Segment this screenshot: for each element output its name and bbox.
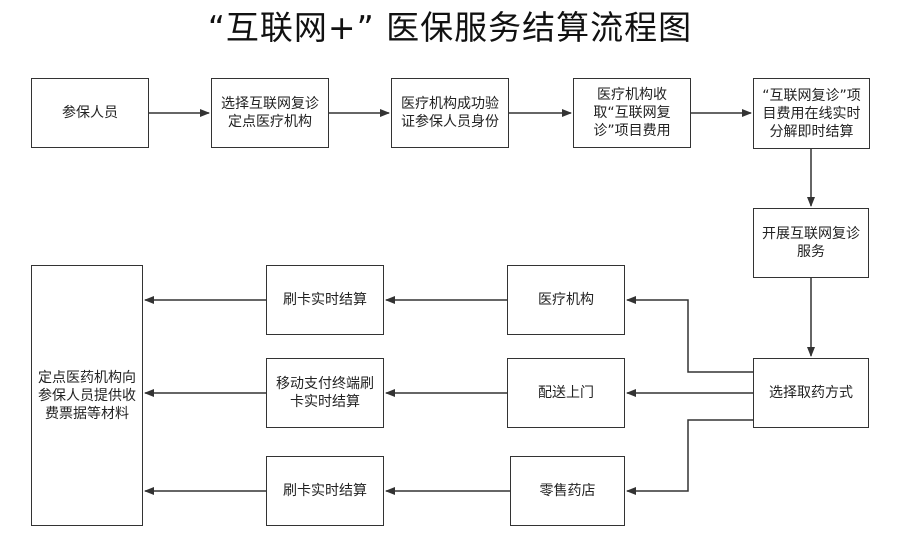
node-card-settlement-2: 刷卡实时结算: [266, 456, 384, 526]
node-card-settlement-1-label: 刷卡实时结算: [283, 292, 367, 308]
node-retail-pharmacy-label: 零售药店: [539, 483, 596, 499]
node-select-method: 选择取药方式: [753, 358, 869, 428]
node-pharmacy-provides-receipts: 定点医药机构向参保人员提供收费票据等材料: [31, 265, 143, 526]
node-retail-pharmacy: 零售药店: [510, 456, 625, 526]
node-charge-fee: 医疗机构收取“互联网复诊”项目费用: [573, 78, 691, 148]
node-home-delivery-label: 配送上门: [538, 385, 594, 401]
node-select-institution-label: 选择互联网复诊定点医疗机构: [221, 96, 319, 130]
node-mobile-payment-settlement: 移动支付终端刷卡实时结算: [266, 358, 384, 428]
arrow-method-to-institution: [626, 296, 753, 373]
node-mobile-payment-settlement-label: 移动支付终端刷卡实时结算: [276, 376, 374, 410]
node-verify-identity-label: 医疗机构成功验证参保人员身份: [401, 96, 499, 130]
node-start-service: 开展互联网复诊服务: [753, 208, 869, 278]
node-select-method-label: 选择取药方式: [769, 385, 853, 401]
node-medical-institution-label: 医疗机构: [538, 292, 594, 308]
node-insured-person: 参保人员: [31, 78, 149, 148]
node-medical-institution: 医疗机构: [507, 265, 625, 335]
node-start-service-label: 开展互联网复诊服务: [762, 226, 860, 260]
node-online-settlement: “互联网复诊”项目费用在线实时分解即时结算: [753, 78, 870, 149]
page-title: “互联网+” 医保服务结算流程图: [207, 8, 693, 47]
node-insured-person-label: 参保人员: [62, 105, 118, 121]
node-charge-fee-label: 医疗机构收取“互联网复诊”项目费用: [593, 87, 671, 139]
node-home-delivery: 配送上门: [507, 358, 625, 428]
node-select-institution: 选择互联网复诊定点医疗机构: [211, 78, 329, 148]
arrow-method-to-pharmacy: [626, 419, 753, 495]
node-verify-identity: 医疗机构成功验证参保人员身份: [391, 78, 509, 148]
node-online-settlement-label: “互联网复诊”项目费用在线实时分解即时结算: [762, 87, 861, 140]
node-card-settlement-2-label: 刷卡实时结算: [283, 483, 367, 499]
node-pharmacy-provides-receipts-label: 定点医药机构向参保人员提供收费票据等材料: [38, 369, 136, 422]
node-card-settlement-1: 刷卡实时结算: [266, 265, 384, 335]
